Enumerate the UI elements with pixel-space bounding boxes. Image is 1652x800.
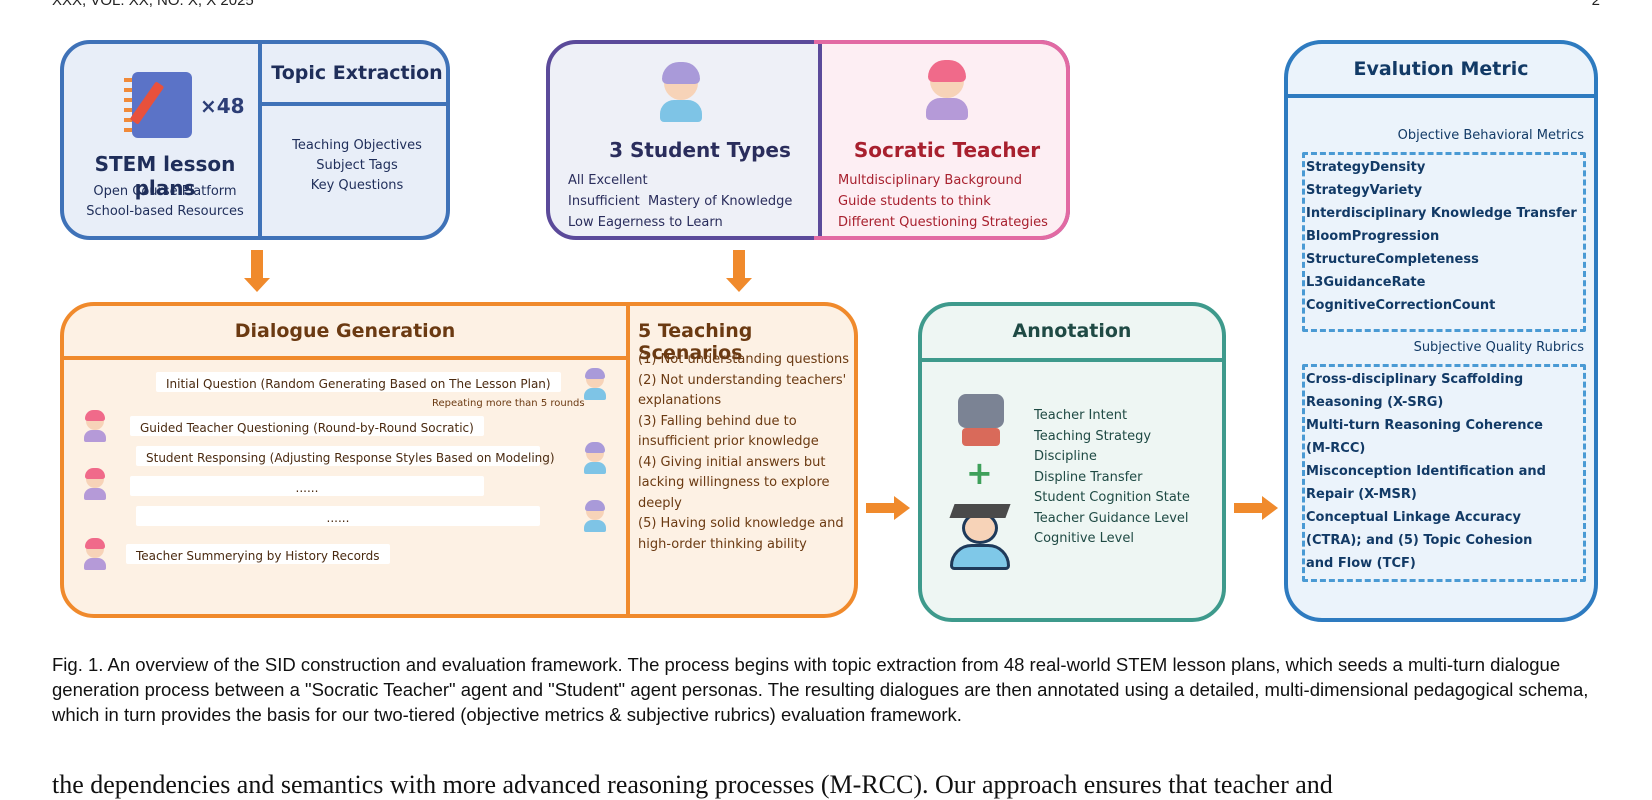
subjective-rubrics-frame (1302, 364, 1586, 582)
metric-item: Interdisciplinary Knowledge Transfer (1306, 206, 1577, 221)
evaluation-title: Evalution Metric (1353, 58, 1529, 80)
student-avatar-icon (582, 368, 608, 402)
student-type: Insufficient Mastery of Knowledge (568, 194, 793, 209)
body-text-fragment: the dependencies and semantics with more… (52, 770, 1333, 799)
plus-icon: + (966, 454, 993, 492)
student-type: Low Eagerness to Learn (568, 215, 723, 230)
divider (262, 102, 446, 106)
rubric-item: (M-RCC) (1306, 441, 1366, 456)
metric-item: L3GuidanceRate (1306, 275, 1426, 290)
subjective-rubrics-label: Subjective Quality Rubrics (1413, 340, 1584, 355)
student-avatar-icon (582, 442, 608, 476)
rubric-item: Conceptual Linkage Accuracy (1306, 510, 1521, 525)
divider (626, 306, 630, 614)
topic-items: Teaching Objectives Subject Tags Key Que… (262, 136, 446, 196)
annotation-title: Annotation (1012, 320, 1132, 342)
objective-metrics-frame (1302, 152, 1586, 332)
annotation-item: Teacher Intent (1034, 408, 1128, 423)
student-types-list: All Excellent Insufficient Mastery of Kn… (568, 170, 818, 233)
objective-metrics-list: StrategyDensity StrategyVariety Interdis… (1306, 156, 1590, 317)
arrow-right-icon (866, 496, 910, 520)
rubric-item: Multi-turn Reasoning Coherence (1306, 418, 1543, 433)
annotation-item: Displine Transfer (1034, 469, 1143, 485)
teacher-trait: Guide students to think (838, 194, 991, 209)
rubric-item: (CTRA); and (5) Topic Cohesion (1306, 533, 1533, 548)
teaching-scenarios-list: (1) Not understanding questions (2) Not … (638, 352, 850, 552)
source-item: Open Course Platform (93, 184, 237, 199)
stem-lesson-plans-box: ×48 STEM lesson plans Open Course Platfo… (60, 40, 450, 240)
running-header: XXX, VOL. XX, NO. X, X 2025 (52, 0, 254, 9)
stem-title: STEM lesson plans (94, 152, 236, 200)
topic-item: Teaching Objectives (292, 138, 422, 153)
objective-metrics-label: Objective Behavioral Metrics (1397, 128, 1584, 143)
graduation-cap-icon (949, 504, 1011, 518)
annotation-item: Student Cognition State (1034, 490, 1190, 505)
teacher-trait: Multdisciplinary Background (838, 173, 1022, 188)
metric-item: StrategyVariety (1306, 183, 1423, 198)
teacher-avatar-icon (82, 468, 108, 502)
evaluation-metric-box: Evalution Metric Objective Behavioral Me… (1284, 40, 1598, 622)
arrow-right-icon (1234, 496, 1278, 520)
topic-item: Subject Tags (316, 158, 398, 173)
annotation-box: Annotation + Teacher Intent Teaching Str… (918, 302, 1226, 622)
student-avatar-icon (656, 62, 704, 126)
annotation-item: Teaching Strategy (1034, 428, 1152, 444)
topic-extraction-title: Topic Extraction (271, 62, 443, 84)
arrow-down-icon (726, 250, 752, 292)
teacher-avatar-icon (82, 410, 108, 444)
teaching-scenarios-title: 5 Teaching Scenarios (638, 320, 753, 364)
socratic-teacher-title: Socratic Teacher (853, 138, 1041, 162)
divider (64, 356, 626, 360)
dialogue-turn: Teacher Summerying by History Records (126, 544, 390, 564)
rubric-item: Repair (X-MSR) (1306, 487, 1417, 502)
robot-body (962, 428, 1000, 446)
annotation-item: Cognitive Level (1034, 531, 1134, 546)
student-graduate-icon (950, 544, 1010, 570)
teacher-avatar-icon (922, 60, 970, 124)
annotation-item: Teacher Guidance Level (1034, 510, 1189, 526)
repeat-note: Repeating more than 5 rounds (432, 398, 585, 409)
dialogue-turn: Initial Question (Random Generating Base… (156, 372, 561, 392)
dialogue-turn: ...... (130, 476, 484, 496)
divider (258, 44, 262, 236)
agents-box: 3 Student Types All Excellent Insufficie… (546, 40, 1070, 240)
annotation-dimensions: Teacher Intent Teaching Strategy Discipl… (1034, 406, 1222, 550)
robot-icon (958, 394, 1004, 428)
metric-item: CognitiveCorrectionCount (1306, 298, 1496, 313)
teacher-trait: Different Questioning Strategies (838, 215, 1048, 230)
dialogue-turn: ...... (136, 506, 540, 526)
dialogue-generation-box: Dialogue Generation Initial Question (Ra… (60, 302, 858, 618)
arrow-down-icon (244, 250, 270, 292)
rubric-item: Reasoning (X-SRG) (1306, 395, 1444, 410)
divider (1288, 94, 1594, 98)
stem-sources: Open Course Platform School-based Resour… (70, 182, 260, 222)
teacher-border (814, 40, 1070, 240)
dialogue-generation-title: Dialogue Generation (234, 320, 456, 342)
metric-item: StrategyDensity (1306, 160, 1426, 175)
metric-item: StructureCompleteness (1306, 252, 1479, 267)
rubric-item: Cross-disciplinary Scaffolding (1306, 372, 1524, 387)
source-item: School-based Resources (86, 204, 244, 219)
divider (922, 358, 1222, 362)
figure-caption: Fig. 1. An overview of the SID construct… (52, 654, 1589, 725)
student-avatar-icon (582, 500, 608, 534)
plan-count: ×48 (200, 94, 245, 118)
teacher-traits-list: Multdisciplinary Background Guide studen… (838, 170, 1066, 233)
rubric-item: and Flow (TCF) (1306, 556, 1416, 571)
page-number: 2 (1591, 0, 1600, 9)
dialogue-turn: Student Responsing (Adjusting Response S… (136, 446, 555, 466)
metric-item: BloomProgression (1306, 229, 1440, 244)
student-type: All Excellent (568, 173, 648, 188)
teacher-avatar-icon (82, 538, 108, 572)
student-types-title: 3 Student Types (609, 138, 791, 162)
subjective-rubrics-list: Cross-disciplinary Scaffolding Reasoning… (1306, 368, 1576, 575)
dialogue-turn: Guided Teacher Questioning (Round-by-Rou… (130, 416, 484, 436)
topic-item: Key Questions (310, 178, 404, 193)
rubric-item: Misconception Identification and (1306, 464, 1546, 479)
annotation-item: Discipline (1034, 449, 1097, 464)
